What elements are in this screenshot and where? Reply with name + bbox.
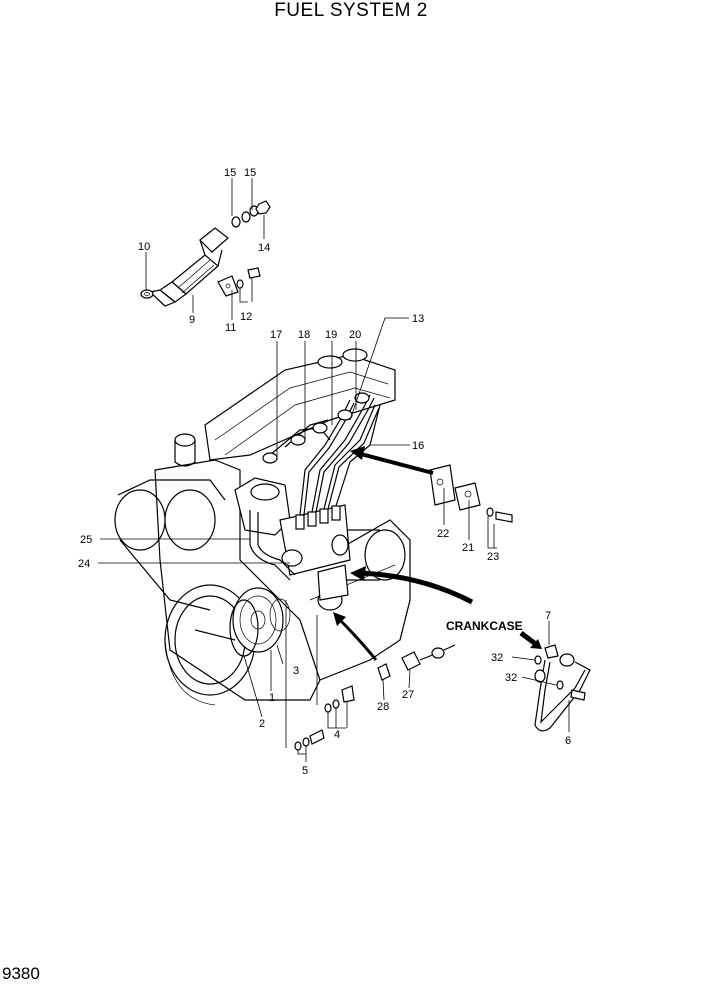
callout-12: 12 — [240, 311, 252, 323]
callout-14: 14 — [258, 242, 270, 254]
callout-3: 3 — [293, 665, 299, 677]
callout-17: 17 — [270, 329, 282, 341]
callout-2: 2 — [259, 718, 265, 730]
page-title: FUEL SYSTEM 2 — [274, 0, 428, 21]
callout-25: 25 — [80, 534, 92, 546]
engine-block — [114, 348, 411, 706]
callout-13: 13 — [412, 313, 424, 325]
injection-pump — [234, 477, 351, 611]
callout-5: 5 — [302, 765, 308, 777]
fittings-and-bolts — [294, 644, 456, 751]
callout-32a: 32 — [491, 652, 503, 664]
callout-15a: 15 — [224, 167, 236, 179]
callout-4: 4 — [334, 729, 340, 741]
callout-10: 10 — [138, 241, 150, 253]
callout-23: 23 — [487, 551, 499, 563]
injector-nozzle-assembly — [140, 200, 271, 307]
callout-22: 22 — [437, 528, 449, 540]
crankcase-return-line — [534, 644, 591, 732]
callout-labels: 15 15 14 10 9 11 12 17 18 19 20 13 16 22… — [78, 167, 571, 777]
direction-arrows — [333, 446, 542, 661]
high-pressure-fuel-lines — [249, 392, 381, 581]
callout-7: 7 — [545, 610, 551, 622]
callout-28: 28 — [377, 701, 389, 713]
page-number: 9380 — [2, 964, 40, 983]
callout-21: 21 — [462, 542, 474, 554]
callout-16: 16 — [412, 440, 424, 452]
callout-19: 19 — [325, 329, 337, 341]
pipe-clamps — [429, 464, 513, 523]
callout-27: 27 — [402, 689, 414, 701]
callout-24: 24 — [78, 558, 90, 570]
callout-1: 1 — [269, 692, 275, 704]
callout-15b: 15 — [244, 167, 256, 179]
callout-18: 18 — [298, 329, 310, 341]
callout-6: 6 — [565, 735, 571, 747]
leader-lines — [98, 178, 570, 762]
callout-9: 9 — [189, 314, 195, 326]
callout-32b: 32 — [505, 672, 517, 684]
callout-11: 11 — [225, 322, 236, 334]
callout-20: 20 — [349, 329, 361, 341]
crankcase-label: CRANKCASE — [446, 619, 523, 633]
